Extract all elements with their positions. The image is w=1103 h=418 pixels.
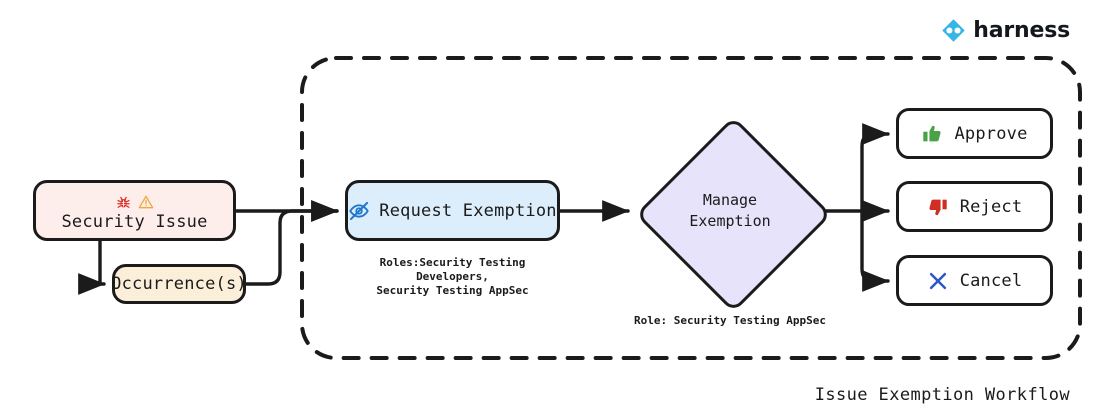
cancel-label: Cancel [959,270,1023,291]
close-x-icon [927,270,949,292]
security-issue-icons [116,194,154,211]
node-reject[interactable]: Reject [896,181,1053,232]
node-security-issue[interactable]: Security Issue [33,180,236,241]
node-manage-exemption[interactable]: Manage Exemption [634,115,832,313]
node-approve[interactable]: Approve [896,108,1053,159]
reject-label: Reject [959,196,1023,217]
edge-manage-exemption-to-approve [860,123,890,213]
node-occurrences[interactable]: Occurrence(s) [111,264,247,304]
warning-icon [138,194,154,210]
approve-label: Approve [954,123,1028,144]
security-issue-label: Security Issue [61,211,208,232]
eye-off-icon [348,200,370,222]
edge-security-issue-to-occurrences [78,239,106,295]
request-exemption-label: Request Exemption [379,200,557,221]
edge-occurrences-to-request-exemption [244,200,339,286]
edge-manage-exemption-to-cancel [860,209,890,292]
manage-exemption-label: Manage Exemption [689,191,771,230]
thumbs-down-icon [927,196,949,218]
thumbs-up-icon [921,123,943,145]
exemption-scope-boundary [300,56,1082,360]
node-cancel[interactable]: Cancel [896,255,1053,306]
bug-icon [116,195,131,210]
harness-diamond-logo-icon [941,18,966,43]
manage-exemption-role-caption: Role: Security Testing AppSec [633,314,827,327]
harness-logo: harness [941,18,1070,43]
request-exemption-roles-caption: Roles:Security Testing Developers, Secur… [376,256,529,297]
node-request-exemption[interactable]: Request Exemption [345,180,560,241]
occurrences-label: Occurrence(s) [111,274,247,294]
harness-wordmark: harness [973,18,1070,43]
workflow-title: Issue Exemption Workflow [814,385,1070,405]
